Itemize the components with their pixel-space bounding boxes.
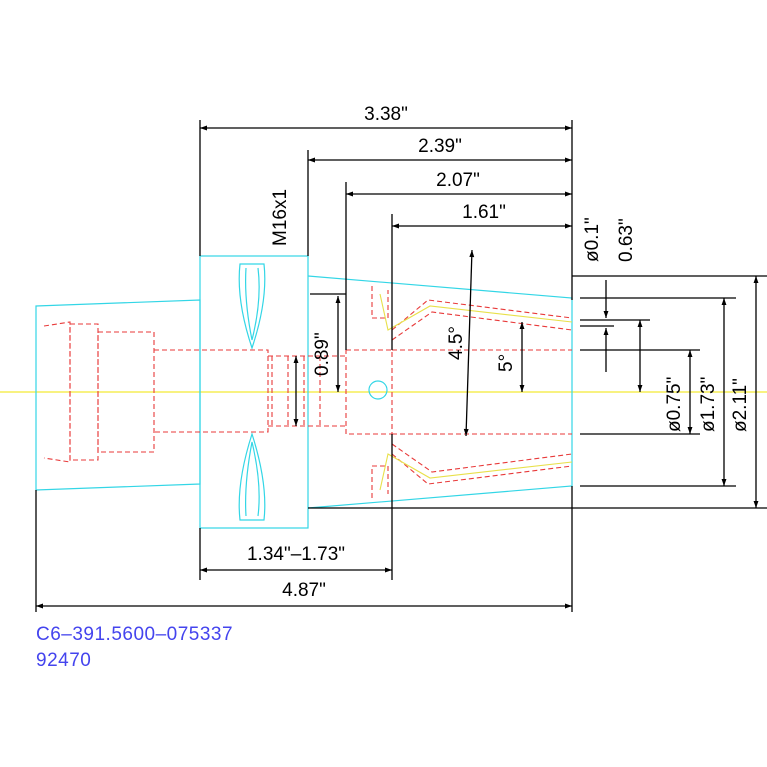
dim-bore-depth: 2.07" bbox=[436, 170, 480, 191]
dimensions: 3.38" 2.39" 2.07" 1.61" M16x1 0.89" 4.5°… bbox=[35, 104, 767, 612]
angle-line-a bbox=[463, 249, 475, 437]
holder-outline bbox=[35, 255, 573, 529]
dim-taper-length: 1.61" bbox=[462, 202, 506, 223]
dim-angle-b: 5° bbox=[496, 354, 517, 372]
dim-thread: M16x1 bbox=[270, 189, 291, 246]
dim-adjust-range: 1.34"–1.73" bbox=[247, 544, 345, 565]
dim-overall-holder: 3.38" bbox=[364, 104, 408, 125]
dim-dia-mid: ø1.73" bbox=[698, 377, 719, 432]
item-number: 92470 bbox=[36, 650, 91, 671]
dim-thread-dia: 0.89" bbox=[312, 332, 333, 376]
dim-gauge-to-front: 2.39" bbox=[418, 136, 462, 157]
dim-offset: 0.63" bbox=[616, 218, 637, 262]
dim-dia-small: ø0.1" bbox=[582, 217, 603, 262]
dim-overall-length: 4.87" bbox=[282, 580, 326, 601]
dim-angle-a: 4.5° bbox=[446, 326, 467, 360]
part-number: C6–391.5600–075337 bbox=[36, 624, 233, 645]
hidden-lines bbox=[43, 286, 573, 498]
dim-dia-bore: ø0.75" bbox=[664, 377, 685, 432]
collet-taper bbox=[379, 293, 573, 491]
dim-dia-large: ø2.11" bbox=[730, 378, 751, 432]
